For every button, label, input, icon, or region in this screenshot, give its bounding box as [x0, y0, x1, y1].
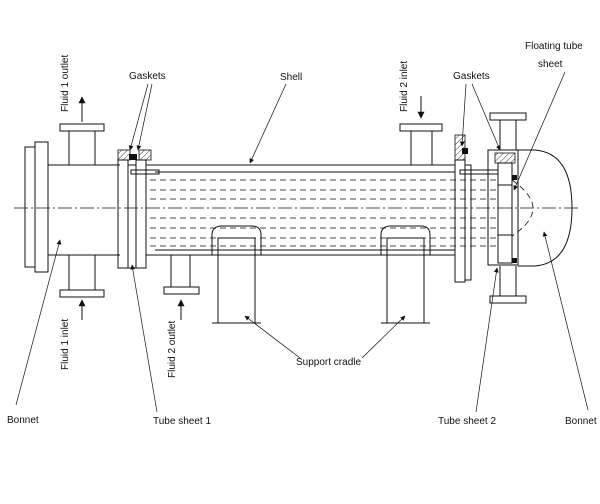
- label-fluid1-outlet: Fluid 1 outlet: [60, 55, 71, 112]
- right-bottom-nozzle: [489, 266, 527, 304]
- fluid1-inlet-nozzle: [59, 255, 105, 320]
- label-tube-sheet-2: Tube sheet 2: [438, 416, 496, 427]
- fluid2-outlet-nozzle: [163, 255, 200, 320]
- tube-sheet-2-assembly: [454, 134, 519, 283]
- fluid2-inlet-nozzle: [399, 96, 443, 165]
- tube-sheet-1-assembly: [117, 149, 160, 269]
- label-floating-tube-sheet-2: sheet: [538, 59, 563, 70]
- tube-bundle: [150, 179, 500, 247]
- fluid1-outlet-nozzle: [59, 96, 105, 165]
- label-bonnet-left: Bonnet: [7, 415, 39, 426]
- support-cradle-left: [211, 225, 262, 324]
- label-shell: Shell: [280, 72, 302, 83]
- label-gaskets-left: Gaskets: [129, 71, 166, 82]
- label-gaskets-right: Gaskets: [453, 71, 490, 82]
- support-cradle-right: [380, 225, 431, 324]
- label-tube-sheet-1: Tube sheet 1: [153, 416, 211, 427]
- shell: [146, 164, 455, 256]
- label-fluid1-inlet: Fluid 1 inlet: [60, 319, 71, 370]
- leader-lines: [15, 71, 589, 413]
- label-fluid2-inlet: Fluid 2 inlet: [399, 61, 410, 112]
- right-bonnet: [511, 149, 573, 267]
- label-support-cradle: Support cradle: [296, 357, 361, 368]
- label-bonnet-right: Bonnet: [565, 416, 597, 427]
- left-bonnet: [14, 141, 578, 273]
- label-fluid2-outlet: Fluid 2 outlet: [167, 321, 178, 378]
- right-top-nozzle: [489, 112, 527, 150]
- label-floating-tube-sheet-1: Floating tube: [525, 41, 583, 52]
